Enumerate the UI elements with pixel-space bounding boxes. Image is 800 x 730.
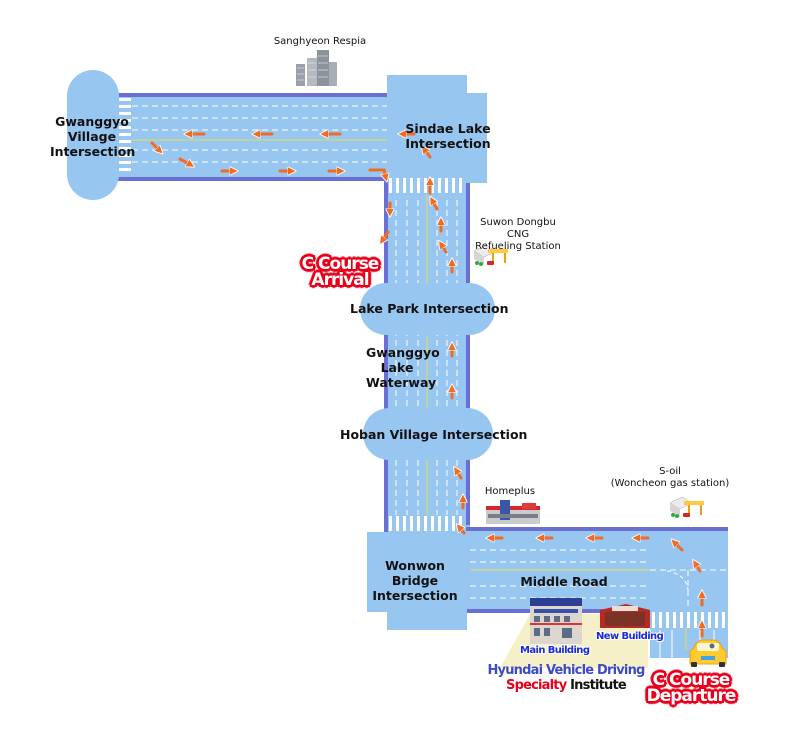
institute-name-line1: Hyundai Vehicle Driving — [487, 663, 645, 678]
route-arrows — [150, 134, 702, 638]
arrow-southeast — [178, 157, 191, 165]
gwanggyo-village-intersection-shape — [67, 70, 119, 200]
new-building-icon — [600, 604, 650, 628]
store-building-icon — [486, 500, 540, 524]
arrow-northwest — [441, 244, 448, 254]
hoban-village-intersection-shape — [363, 408, 493, 460]
apartment-buildings-icon — [296, 50, 337, 86]
intersection-label-gwanggyo-village: Gwanggyo Village Intersection — [50, 114, 136, 159]
arrow-southwest — [382, 230, 390, 241]
wonwon-bridge-intersection-shape — [367, 532, 467, 630]
arrow-northwest — [456, 470, 463, 480]
lake-park-intersection-shape — [360, 283, 495, 335]
intersection-label-lake-park: Lake Park Intersection — [350, 301, 509, 316]
main-building-label: Main Building — [520, 645, 590, 656]
road-label-gwanggyo-lake-waterway: Gwanggyo Lake Waterway — [366, 345, 440, 390]
road-label-middle-road: Middle Road — [520, 574, 608, 589]
intersection-label-hoban-village: Hoban Village Intersection — [340, 427, 528, 442]
institute-name-highlight: Specialty — [506, 677, 567, 693]
top-road — [110, 93, 392, 181]
landmark-label-sanghyeon-respia: Sanghyeon Respia — [273, 36, 367, 47]
institute-name-line2: Specialty Institute — [486, 677, 646, 694]
gas-station-icon — [669, 496, 704, 518]
arrow-southeast — [150, 141, 160, 151]
course-departure-label: C Course Departure — [646, 670, 737, 707]
arrow-northwest — [695, 563, 702, 573]
course-arrival-label: C Course Arrival — [301, 254, 380, 291]
intersection-label-sindae-lake: Sindae Lake Intersection — [405, 121, 491, 151]
landmark-label-homeplus: Homeplus — [484, 486, 536, 497]
new-building-label: New Building — [596, 631, 664, 642]
car-icon — [689, 639, 727, 667]
landmark-label-s-oil: S-oil (Woncheon gas station) — [610, 466, 730, 489]
gas-station-icon — [473, 244, 508, 266]
arrow-northwest — [432, 200, 439, 211]
arrow-northwest — [674, 542, 684, 552]
main-building-icon — [530, 598, 582, 644]
institute-name-rest: Institute — [570, 677, 627, 693]
arrow-northwest — [424, 149, 432, 159]
institute-name: Hyundai Vehicle Driving Specialty Instit… — [486, 663, 646, 694]
arrow-turn-south — [368, 168, 386, 178]
arrow-northwest — [459, 527, 466, 535]
landmark-label-suwon-dongbu-cng: Suwon Dongbu CNG Refueling Station — [475, 217, 561, 252]
intersection-label-wonwon-bridge: Wonwon Bridge Intersection — [372, 558, 458, 603]
